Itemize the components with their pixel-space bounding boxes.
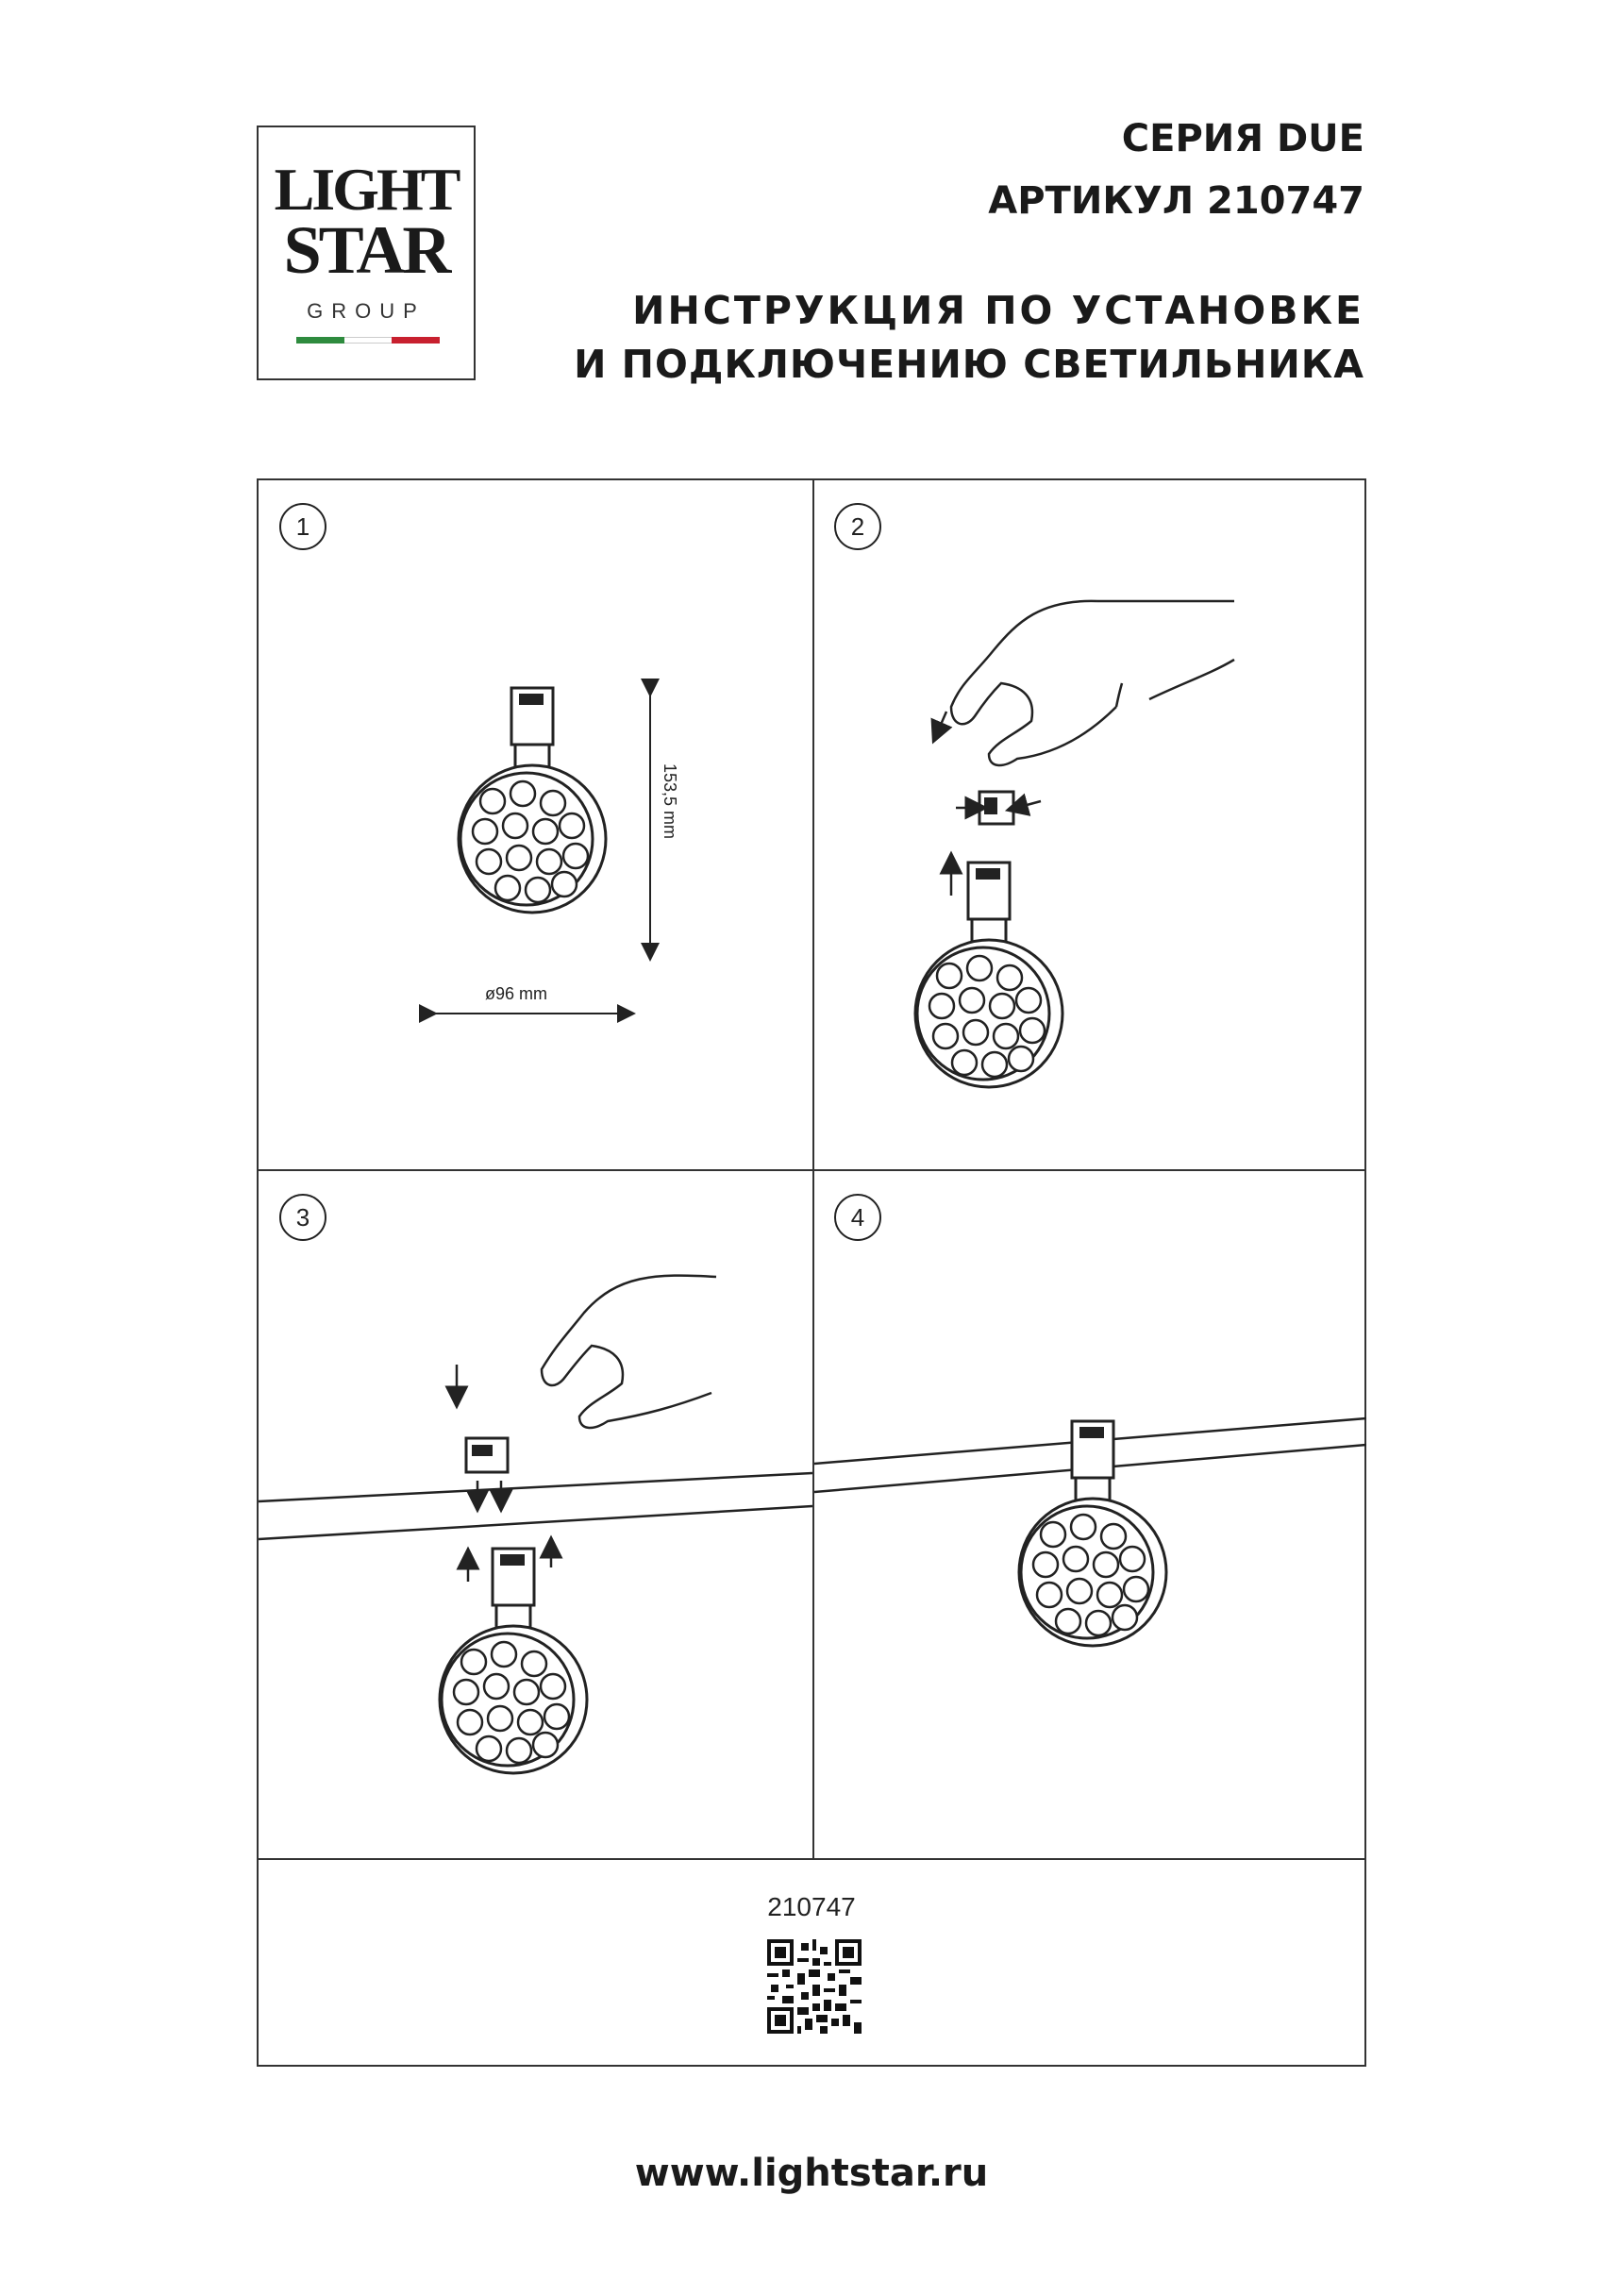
grid-divider-bottom xyxy=(259,1858,1364,1860)
step-3-illustration xyxy=(259,1274,812,1775)
step-1-illustration: 153,5 mm ø96 mm xyxy=(419,679,679,1023)
step-4-illustration xyxy=(814,1416,1366,1648)
grid-divider-middle xyxy=(259,1169,1364,1171)
instruction-title-line2: И ПОДКЛЮЧЕНИЮ СВЕТИЛЬНИКА xyxy=(574,342,1364,387)
instruction-grid: 1 2 3 4 153,5 mm xyxy=(257,478,1366,2067)
logo-line-star: STAR xyxy=(283,212,452,288)
step-2-badge: 2 xyxy=(834,503,881,550)
step-1-badge: 1 xyxy=(279,503,326,550)
logo-line-group: GROUP xyxy=(307,299,426,323)
flag-white xyxy=(343,337,393,344)
step-2-illustration xyxy=(913,599,1235,1089)
dimension-height: 153,5 mm xyxy=(661,763,679,839)
article-number: АРТИКУЛ 210747 xyxy=(988,179,1364,223)
series-title: СЕРИЯ DUE xyxy=(1121,117,1364,160)
step-4-badge: 4 xyxy=(834,1194,881,1241)
flag-red xyxy=(392,337,441,344)
logo-line-light: LIGHT xyxy=(274,156,461,223)
qr-code-icon xyxy=(767,1939,862,2034)
flag-green xyxy=(296,337,344,344)
brand-logo: LIGHT STAR GROUP xyxy=(257,126,476,380)
dimension-diameter: ø96 mm xyxy=(485,984,547,1003)
flag-stripe xyxy=(296,337,441,344)
article-code: 210747 xyxy=(767,1892,856,1921)
instruction-title-line1: ИНСТРУКЦИЯ ПО УСТАНОВКЕ xyxy=(632,288,1364,333)
step-3-badge: 3 xyxy=(279,1194,326,1241)
website-link[interactable]: www.lightstar.ru xyxy=(634,2152,989,2195)
